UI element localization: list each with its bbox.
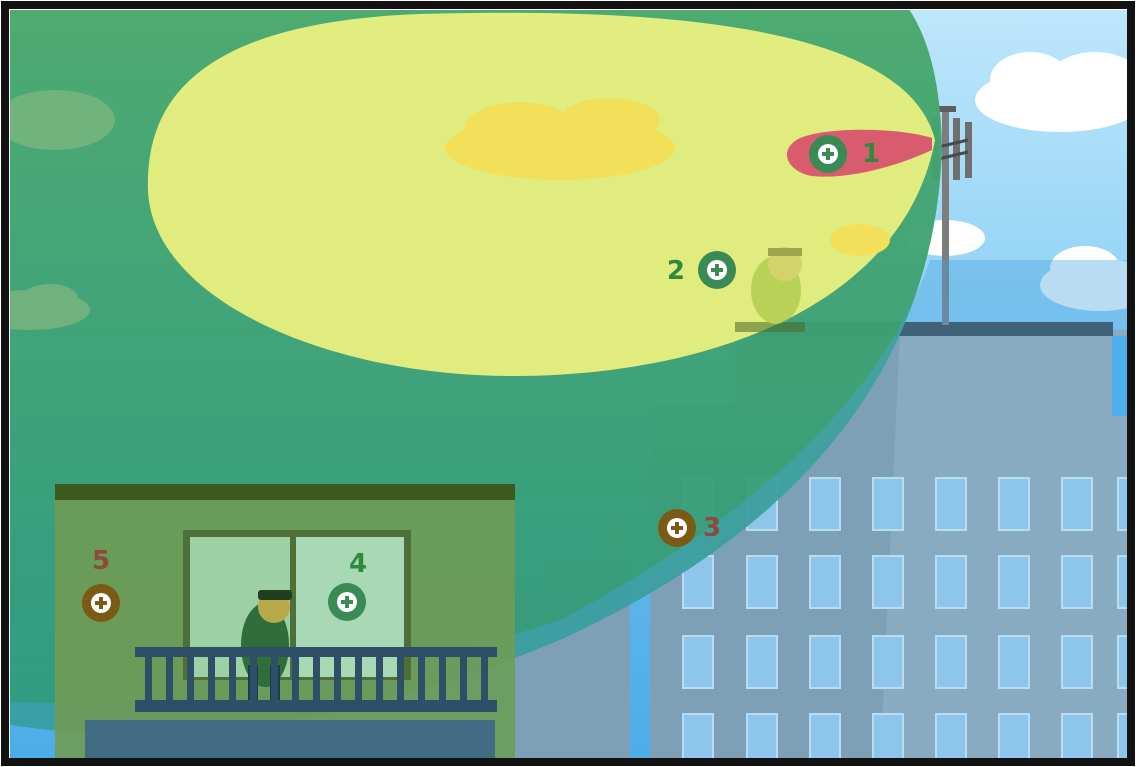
plus-icon-bar	[715, 264, 719, 276]
railing-baluster	[376, 655, 383, 701]
hotspot-label: 1	[862, 139, 880, 169]
railing-baluster	[355, 655, 362, 701]
hotspot-label: 2	[667, 256, 685, 286]
hotspot-label: 3	[703, 513, 721, 543]
railing-baluster	[334, 655, 341, 701]
railing-baluster	[271, 655, 278, 701]
railing-baluster	[166, 655, 173, 701]
hotspot-marker-3[interactable]: 3	[658, 509, 721, 547]
hotspot-label: 4	[349, 549, 367, 579]
plus-icon-bar	[826, 148, 830, 160]
railing-baluster	[397, 655, 404, 701]
balcony-railing	[135, 647, 497, 712]
plus-icon-bar	[99, 597, 103, 609]
railing-baluster	[439, 655, 446, 701]
plus-icon-bar	[675, 522, 679, 534]
railing-baluster	[229, 655, 236, 701]
railing-baluster	[460, 655, 467, 701]
railing-baluster	[418, 655, 425, 701]
plus-icon-bar	[345, 596, 349, 608]
railing-baluster	[187, 655, 194, 701]
railing-baluster	[292, 655, 299, 701]
railing-baluster	[313, 655, 320, 701]
hotspot-label: 5	[92, 546, 110, 576]
railing-baluster	[145, 655, 152, 701]
railing-baluster	[481, 655, 488, 701]
railing-baluster	[250, 655, 257, 701]
railing-baluster	[208, 655, 215, 701]
